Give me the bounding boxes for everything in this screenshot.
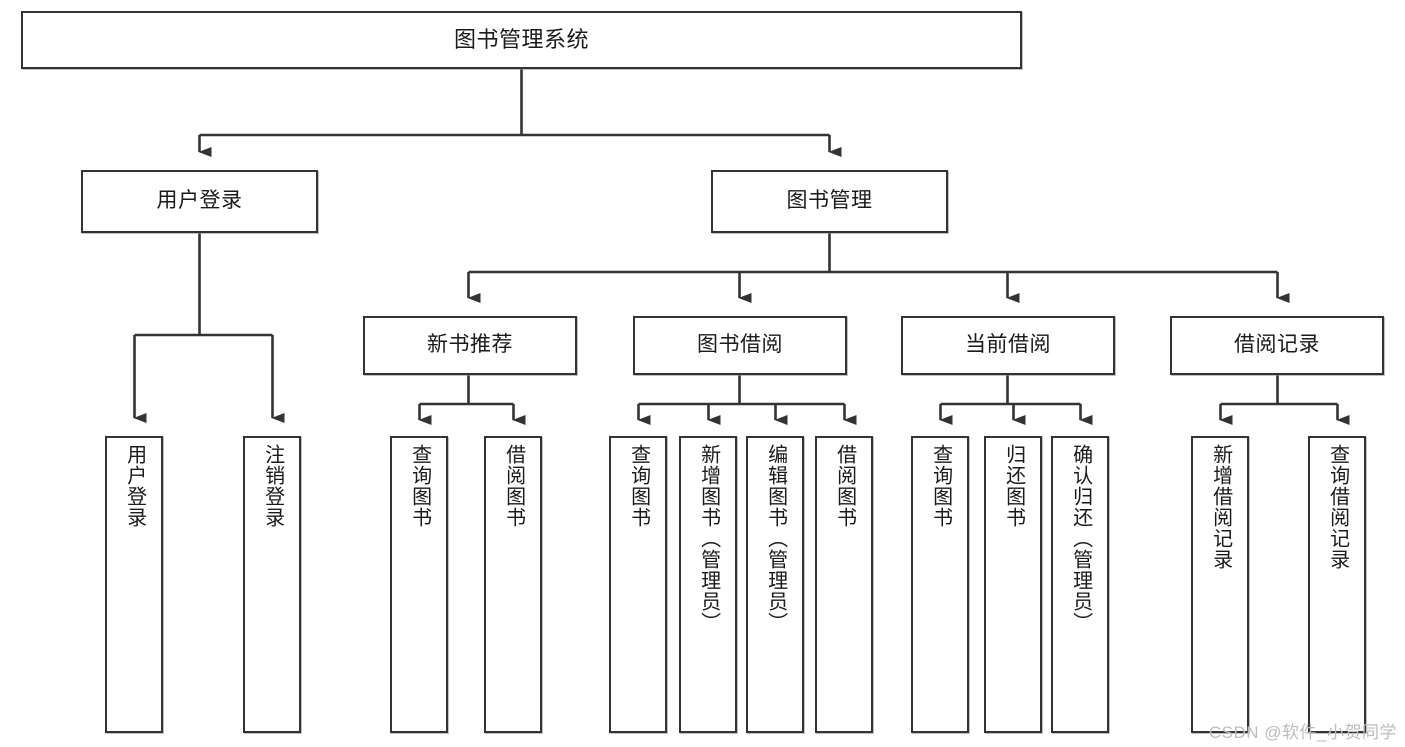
leaf-confirm-return[interactable]: 确认归还（管理员） <box>1051 436 1109 733</box>
leaf-add-record[interactable]: 新增借阅记录 <box>1191 436 1249 733</box>
leaf-borrow-book-2-label: 借阅图书 <box>833 444 856 528</box>
leaf-add-book[interactable]: 新增图书（管理员） <box>679 436 737 733</box>
node-current-borrow-label: 当前借阅 <box>965 333 1051 357</box>
node-borrow-record-label: 借阅记录 <box>1234 333 1320 357</box>
node-book-borrow-label: 图书借阅 <box>697 333 783 357</box>
leaf-borrow-book-2[interactable]: 借阅图书 <box>815 436 873 733</box>
leaf-add-book-label: 新增图书（管理员） <box>697 444 720 633</box>
leaf-user-login-label: 用户登录 <box>123 444 146 528</box>
leaf-edit-book-label: 编辑图书（管理员） <box>764 444 787 633</box>
node-borrow-record[interactable]: 借阅记录 <box>1170 316 1384 375</box>
node-user-login[interactable]: 用户登录 <box>81 170 318 233</box>
leaf-query-record-label: 查询借阅记录 <box>1326 444 1349 570</box>
node-new-book-recommend-label: 新书推荐 <box>427 333 513 357</box>
node-book-manage-label: 图书管理 <box>786 189 873 213</box>
node-root[interactable]: 图书管理系统 <box>21 11 1022 69</box>
node-book-manage[interactable]: 图书管理 <box>711 170 948 233</box>
leaf-query-book-1-label: 查询图书 <box>408 444 431 528</box>
leaf-query-book-2-label: 查询图书 <box>627 444 650 528</box>
leaf-query-book-3[interactable]: 查询图书 <box>911 436 969 733</box>
leaf-logout-label: 注销登录 <box>261 444 284 528</box>
leaf-logout[interactable]: 注销登录 <box>243 436 301 733</box>
node-root-label: 图书管理系统 <box>453 27 589 53</box>
leaf-query-book-1[interactable]: 查询图书 <box>390 436 448 733</box>
leaf-query-record[interactable]: 查询借阅记录 <box>1308 436 1366 733</box>
leaf-query-book-2[interactable]: 查询图书 <box>609 436 667 733</box>
node-current-borrow[interactable]: 当前借阅 <box>901 316 1115 375</box>
leaf-confirm-return-label: 确认归还（管理员） <box>1069 444 1092 633</box>
leaf-borrow-book-1[interactable]: 借阅图书 <box>484 436 542 733</box>
node-new-book-recommend[interactable]: 新书推荐 <box>363 316 577 375</box>
leaf-user-login[interactable]: 用户登录 <box>105 436 163 733</box>
node-user-login-label: 用户登录 <box>156 189 243 213</box>
watermark: CSDN @软件_小贺同学 <box>1208 723 1397 742</box>
leaf-borrow-book-1-label: 借阅图书 <box>502 444 525 528</box>
leaf-return-book[interactable]: 归还图书 <box>984 436 1042 733</box>
leaf-return-book-label: 归还图书 <box>1002 444 1025 528</box>
leaf-add-record-label: 新增借阅记录 <box>1209 444 1232 570</box>
node-book-borrow[interactable]: 图书借阅 <box>633 316 847 375</box>
leaf-edit-book[interactable]: 编辑图书（管理员） <box>746 436 804 733</box>
leaf-query-book-3-label: 查询图书 <box>929 444 952 528</box>
